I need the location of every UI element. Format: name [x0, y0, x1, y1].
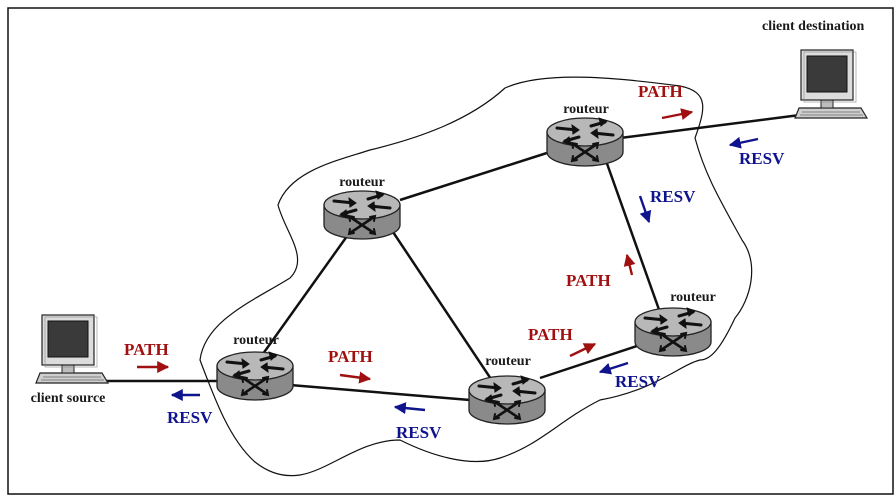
path-label: PATH: [566, 271, 611, 290]
link-r2-r3: [399, 150, 551, 202]
resv-arrow-3: [598, 361, 629, 375]
router-icon: [215, 350, 295, 402]
path-arrow-4: [623, 253, 636, 276]
resv-label: RESV: [650, 187, 696, 206]
link-r1-r4: [289, 383, 471, 402]
resv-arrow-2: [638, 195, 652, 224]
network-links: [105, 113, 801, 402]
link-r4-r5: [539, 343, 641, 380]
router-icon: [467, 374, 547, 426]
frame-border: [7, 7, 894, 495]
resv-label: RESV: [167, 408, 213, 427]
computer-icon: [35, 314, 109, 384]
path-arrow-3: [569, 342, 597, 358]
link-r2-r4: [383, 219, 497, 386]
link-r1-r2: [253, 231, 352, 366]
path-label: PATH: [638, 82, 683, 101]
path-label: PATH: [124, 340, 169, 359]
router-icon: [633, 306, 713, 358]
resv-label: RESV: [615, 372, 661, 391]
path-label: PATH: [528, 325, 573, 344]
router-label: routeur: [233, 333, 279, 348]
router-label: routeur: [339, 175, 385, 190]
router-label: routeur: [485, 354, 531, 369]
path-arrows: [137, 108, 694, 384]
resv-arrow-1: [728, 136, 759, 149]
path-label: PATH: [328, 347, 373, 366]
path-arrow-5: [661, 108, 694, 121]
client-destination-label: client destination: [762, 19, 864, 34]
resv-label: RESV: [739, 149, 785, 168]
link-r3-r5: [603, 157, 664, 319]
router-icon: [545, 116, 625, 168]
router-icon: [322, 189, 402, 241]
resv-arrow-4: [393, 402, 426, 415]
router-label: routeur: [563, 102, 609, 117]
router-label: routeur: [670, 290, 716, 305]
network-cloud: [199, 76, 753, 477]
client-source-label: client source: [31, 391, 106, 406]
path-arrow-2: [339, 371, 372, 384]
computer-icon: [794, 49, 868, 119]
resv-arrows: [170, 136, 759, 415]
resv-label: RESV: [396, 423, 442, 442]
link-r3-destination: [619, 113, 801, 140]
